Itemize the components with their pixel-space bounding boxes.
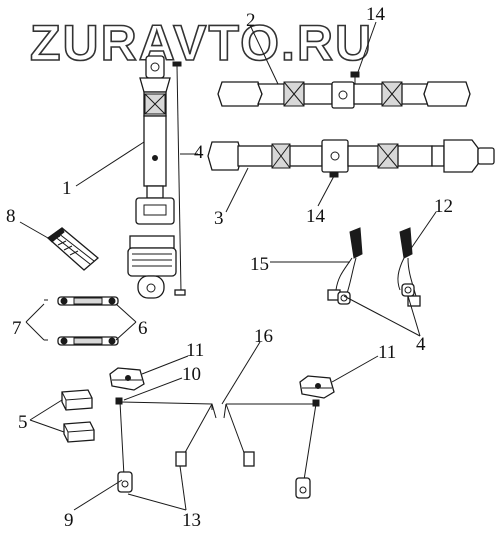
- callout-6: 6: [138, 318, 148, 339]
- callout-14-top: 14: [366, 4, 386, 25]
- callout-9: 9: [64, 510, 74, 531]
- callout-3: 3: [214, 208, 224, 229]
- callout-15: 15: [250, 254, 269, 275]
- callout-11-left: 11: [186, 340, 204, 361]
- part-1-retractor-belt: [127, 55, 177, 299]
- part-8-latch-plate: [46, 227, 100, 271]
- leader-lines: [19, 21, 437, 511]
- callout-16: 16: [254, 326, 273, 347]
- callout-labels: 1 2 3 4 4 5 6 7 8 9 10 11 11 12 13 14 14…: [6, 4, 453, 531]
- part-16-wire-harness: [115, 397, 320, 499]
- callout-11-right: 11: [378, 342, 396, 363]
- callout-4-left: 4: [194, 142, 204, 163]
- callout-13: 13: [182, 510, 201, 531]
- part-11-left-anchor: [109, 367, 145, 391]
- part-3-buckle-belt: [207, 139, 495, 178]
- callout-4-right: 4: [416, 334, 426, 355]
- part-2-center-belt: [217, 71, 471, 109]
- part-15-left-buckle: [327, 227, 363, 305]
- part-4-long-bolt: [172, 61, 186, 296]
- part-6-anchor-links: [57, 296, 119, 346]
- part-7-washers: [44, 299, 48, 341]
- watermark-text: ZURAVTO.RU: [30, 15, 373, 71]
- callout-7: 7: [12, 318, 22, 339]
- callout-14-bottom: 14: [306, 206, 326, 227]
- callout-12: 12: [434, 196, 453, 217]
- part-5-pads: [61, 389, 95, 443]
- part-11-right-anchor: [299, 375, 335, 399]
- callout-10: 10: [182, 364, 201, 385]
- callout-8: 8: [6, 206, 16, 227]
- callout-2: 2: [246, 10, 256, 31]
- callout-5: 5: [18, 412, 28, 433]
- part-12-right-buckle: [397, 227, 421, 307]
- callout-1: 1: [62, 178, 72, 199]
